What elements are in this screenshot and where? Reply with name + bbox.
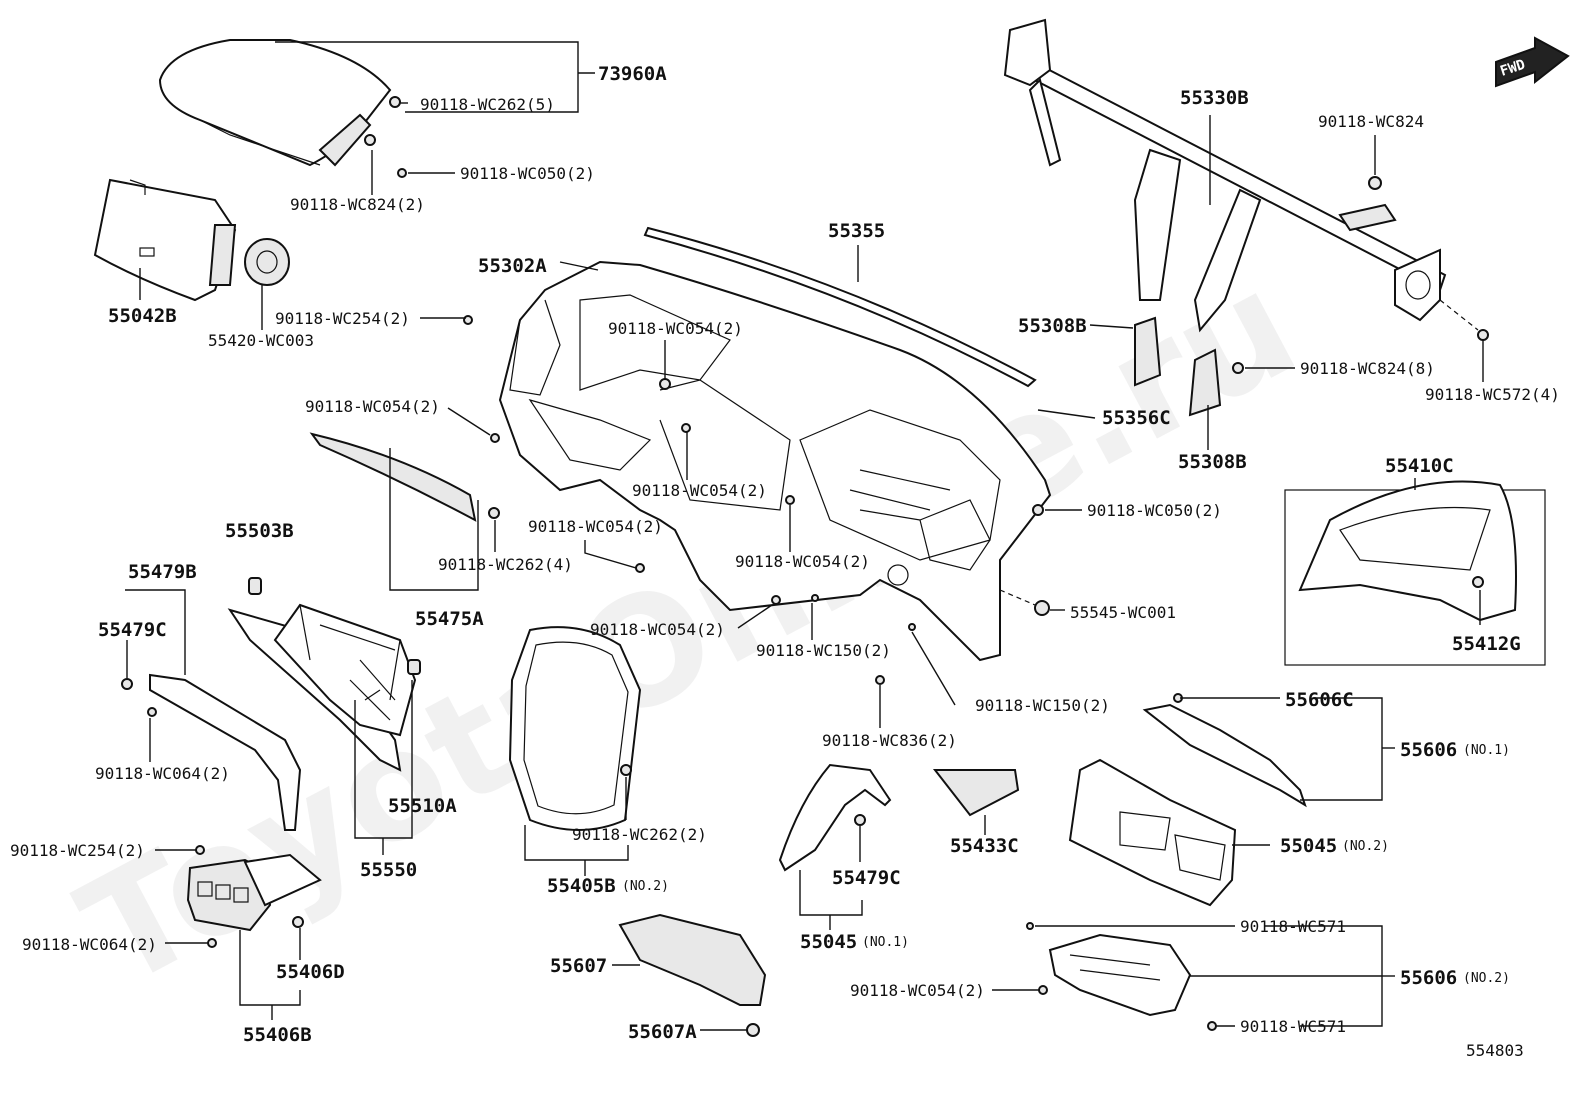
- label-55405B-no2: (NO.2): [622, 879, 669, 894]
- label-55406D: 55406D: [276, 961, 345, 983]
- label-55308B-upper: 55308B: [1018, 315, 1087, 337]
- label-55330B: 55330B: [1180, 87, 1249, 109]
- label-55045-no2-sub: (NO.2): [1342, 839, 1389, 854]
- label-55045-no2: 55045: [1280, 835, 1337, 857]
- label-55545-WC001: 55545-WC001: [1070, 603, 1176, 622]
- label-90118-WC064-2-upper: 90118-WC064(2): [95, 764, 230, 783]
- label-90118-WC836-2: 90118-WC836(2): [822, 731, 957, 750]
- label-55607: 55607: [550, 955, 607, 977]
- part-55475A-shape: [309, 432, 477, 522]
- label-55475A: 55475A: [415, 608, 484, 630]
- label-90118-WC054-2-f: 90118-WC054(2): [590, 620, 725, 639]
- label-55302A: 55302A: [478, 255, 547, 277]
- label-90118-WC824-8: 90118-WC824(8): [1300, 359, 1435, 378]
- label-55503B: 55503B: [225, 520, 294, 542]
- label-90118-WC571-top: 90118-WC571: [1240, 917, 1346, 936]
- fwd-direction-badge: FWD: [1495, 36, 1570, 88]
- label-90118-WC262-2: 90118-WC262(2): [572, 825, 707, 844]
- label-55606-no1-sub: (NO.1): [1463, 743, 1510, 758]
- label-90118-WC262-5: 90118-WC262(5): [420, 95, 555, 114]
- label-90118-WC054-2-a: 90118-WC054(2): [608, 319, 743, 338]
- part-55330B-shape: [1003, 18, 1447, 333]
- part-55045-no2-shape: [1068, 758, 1237, 907]
- label-55607A: 55607A: [628, 1021, 697, 1043]
- part-55045-no1-shape: [778, 763, 892, 872]
- label-55412G: 55412G: [1452, 633, 1521, 655]
- part-55606-no2-shape: [1048, 933, 1192, 1017]
- leader-lines: [125, 41, 1484, 1031]
- label-55479C-center: 55479C: [832, 867, 901, 889]
- label-90118-WC254-2-top: 90118-WC254(2): [275, 309, 410, 328]
- part-55042B-shape: [93, 178, 237, 302]
- label-90118-WC064-2-lower: 90118-WC064(2): [22, 935, 157, 954]
- label-55045-no1: 55045: [800, 931, 857, 953]
- label-90118-WC824-2: 90118-WC824(2): [290, 195, 425, 214]
- label-90118-WC050-2-right: 90118-WC050(2): [1087, 501, 1222, 520]
- diagram-number: 554803: [1466, 1041, 1524, 1060]
- label-55410C: 55410C: [1385, 455, 1454, 477]
- part-55302A-instrument-panel-shape: [498, 260, 1052, 662]
- label-55042B: 55042B: [108, 305, 177, 327]
- part-55406B-shape: [186, 853, 322, 932]
- fwd-text: FWD: [1498, 57, 1527, 80]
- label-55356C: 55356C: [1102, 407, 1171, 429]
- label-90118-WC254-2-lower: 90118-WC254(2): [10, 841, 145, 860]
- label-73960A: 73960A: [598, 63, 667, 85]
- label-55479B: 55479B: [128, 561, 197, 583]
- label-55606-no1: 55606: [1400, 739, 1457, 761]
- label-90118-WC572-4: 90118-WC572(4): [1425, 385, 1560, 404]
- label-55355: 55355: [828, 220, 885, 242]
- part-55405B-shape: [508, 626, 642, 831]
- label-55510A: 55510A: [388, 795, 457, 817]
- part-55606-no1-shape: [1142, 703, 1307, 808]
- label-55045-no1-sub: (NO.1): [862, 935, 909, 950]
- label-55308B-lower: 55308B: [1178, 451, 1247, 473]
- part-55503B-shape: [248, 577, 262, 595]
- label-90118-WC150-2-a: 90118-WC150(2): [756, 641, 891, 660]
- fastener-glyphs: [121, 96, 1489, 1037]
- part-55479B-shape: [149, 673, 302, 831]
- part-73960A-shape: [158, 39, 392, 167]
- part-55510A-shape: [407, 659, 421, 675]
- part-55308B-lower-shape: [1188, 348, 1222, 417]
- label-55405B: 55405B: [547, 875, 616, 897]
- label-55606C: 55606C: [1285, 689, 1354, 711]
- part-55433C-shape: [932, 769, 1020, 817]
- label-90118-WC150-2-b: 90118-WC150(2): [975, 696, 1110, 715]
- label-90118-WC054-2-d: 90118-WC054(2): [528, 517, 663, 536]
- label-55606-no2: 55606: [1400, 967, 1457, 989]
- label-55433C: 55433C: [950, 835, 1019, 857]
- part-labels: 73960A 90118-WC262(5) 90118-WC050(2) 901…: [10, 63, 1560, 1060]
- label-90118-WC050-2-top: 90118-WC050(2): [460, 164, 595, 183]
- label-55479C-left: 55479C: [98, 619, 167, 641]
- part-55355-shape: [643, 226, 1037, 388]
- part-55308B-upper-shape: [1134, 316, 1162, 387]
- part-55410C-shape: [1298, 480, 1517, 622]
- label-90118-WC054-2-b: 90118-WC054(2): [305, 397, 440, 416]
- part-55607-shape: [618, 913, 767, 1006]
- label-90118-WC054-2-c: 90118-WC054(2): [632, 481, 767, 500]
- label-55550: 55550: [360, 859, 417, 881]
- label-90118-WC571-bottom: 90118-WC571: [1240, 1017, 1346, 1036]
- part-55420-shape: [244, 238, 290, 286]
- label-55406B: 55406B: [243, 1024, 312, 1046]
- label-55420-WC003: 55420-WC003: [208, 331, 314, 350]
- label-90118-WC824: 90118-WC824: [1318, 112, 1424, 131]
- label-55606-no2-sub: (NO.2): [1463, 971, 1510, 986]
- label-90118-WC054-2-g: 90118-WC054(2): [850, 981, 985, 1000]
- label-90118-WC262-4: 90118-WC262(4): [438, 555, 573, 574]
- label-90118-WC054-2-e: 90118-WC054(2): [735, 552, 870, 571]
- part-55550-shape: [227, 603, 417, 772]
